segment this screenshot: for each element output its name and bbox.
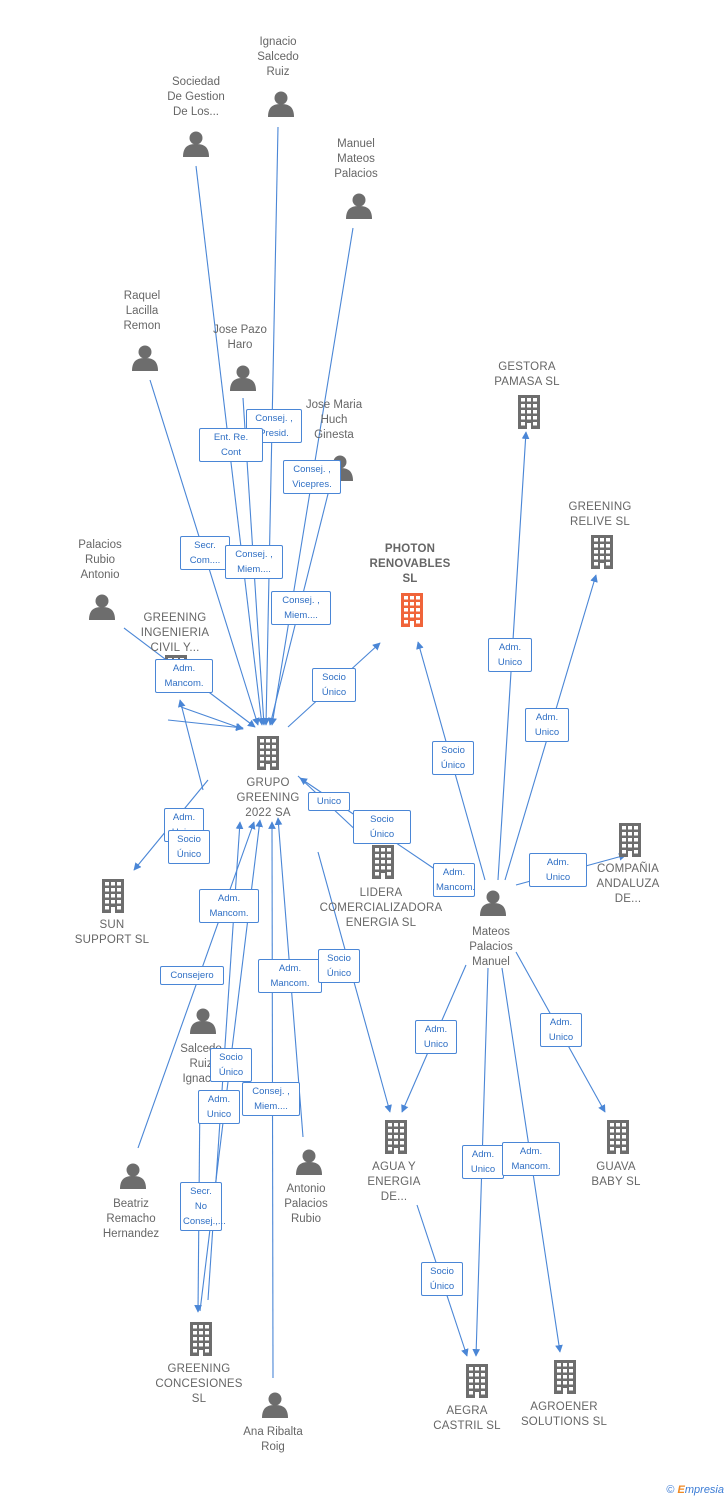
relation-badge[interactable]: Adm. Unico (198, 1090, 240, 1124)
building-icon[interactable] (619, 823, 641, 857)
person-label[interactable]: Sociedad De Gestion De Los... (167, 76, 225, 118)
relation-badge[interactable]: Adm. Unico (462, 1145, 504, 1179)
company-label[interactable]: SUN SUPPORT SL (74, 919, 150, 946)
person-icon[interactable] (120, 1163, 146, 1190)
relation-edge (137, 821, 256, 1149)
relation-badge[interactable]: Unico (308, 792, 350, 811)
company-label[interactable]: GREENING CONCESIONES SL (155, 1363, 243, 1405)
brand-footer[interactable]: ©Empresia (666, 1484, 724, 1496)
building-icon[interactable] (102, 879, 124, 913)
person-icon[interactable] (230, 365, 256, 392)
company-label[interactable]: AEGRA CASTRIL SL (433, 1405, 501, 1432)
relation-edge (180, 706, 244, 731)
relation-badge[interactable]: Socio Único (353, 810, 411, 844)
relation-badge[interactable]: Socio Único (421, 1262, 463, 1296)
person-icon[interactable] (480, 890, 506, 917)
person-icon[interactable] (183, 131, 209, 158)
person-label[interactable]: Antonio Palacios Rubio (284, 1183, 328, 1225)
building-icon[interactable] (591, 535, 613, 569)
person-icon[interactable] (296, 1149, 322, 1176)
building-icon[interactable] (518, 395, 540, 429)
company-label[interactable]: GESTORA PAMASA SL (494, 361, 560, 388)
company-label[interactable]: GUAVA BABY SL (591, 1161, 641, 1188)
person-icon[interactable] (190, 1008, 216, 1035)
brand-name: mpresia (684, 1484, 724, 1496)
building-icon[interactable] (466, 1364, 488, 1398)
person-label[interactable]: Mateos Palacios Manuel (469, 926, 513, 968)
relation-badge[interactable]: Adm. Unico (525, 708, 569, 742)
building-icon[interactable] (554, 1360, 576, 1394)
person-icon[interactable] (262, 1392, 288, 1419)
person-icon[interactable] (268, 91, 294, 118)
person-label[interactable]: Palacios Rubio Antonio (78, 539, 122, 581)
relation-badge[interactable]: Socio Único (432, 741, 474, 775)
relation-badge[interactable]: Consej. , Presid. (246, 409, 302, 443)
relation-badge[interactable]: Consej. , Miem.... (242, 1082, 300, 1116)
node-icons (89, 91, 641, 1419)
relation-badge[interactable]: Socio Único (318, 949, 360, 983)
company-label[interactable]: LIDERA COMERCIALIZADORA ENERGIA SL (319, 887, 443, 929)
relation-badge[interactable]: Consej. , Miem.... (225, 545, 283, 579)
relation-badge[interactable]: Consej. , Vicepres. (283, 460, 341, 494)
person-label[interactable]: Raquel Lacilla Remon (123, 290, 161, 332)
relation-badge[interactable]: Adm. Mancom. (199, 889, 259, 923)
copyright-icon: © (666, 1484, 675, 1496)
company-label[interactable]: AGUA Y ENERGIA DE... (367, 1161, 421, 1203)
person-label[interactable]: Ignacio Salcedo Ruiz (257, 36, 299, 78)
person-icon[interactable] (89, 594, 115, 621)
relation-badge[interactable]: Adm. Unico (488, 638, 532, 672)
relation-badge[interactable]: Adm. Unico (415, 1020, 457, 1054)
relation-badge[interactable]: Adm. Unico (540, 1013, 582, 1047)
building-icon[interactable] (607, 1120, 629, 1154)
relation-badge[interactable]: Adm. Mancom. (258, 959, 322, 993)
relation-badge[interactable]: Socio Único (210, 1048, 252, 1082)
company-label[interactable]: GREENING RELIVE SL (568, 501, 632, 528)
building-icon[interactable] (372, 845, 394, 879)
person-icon[interactable] (132, 345, 158, 372)
person-label[interactable]: Jose Pazo Haro (213, 324, 267, 351)
building-icon[interactable] (257, 736, 279, 770)
person-label[interactable]: Beatriz Remacho Hernandez (102, 1198, 160, 1240)
person-label[interactable]: Ana Ribalta Roig (243, 1426, 303, 1453)
person-label[interactable]: Manuel Mateos Palacios (334, 138, 378, 180)
relation-badge[interactable]: Ent. Re. Cont (199, 428, 263, 462)
relation-badge[interactable]: Adm. Mancom. (155, 659, 213, 693)
building-icon[interactable] (190, 1322, 212, 1356)
company-label[interactable]: GRUPO GREENING 2022 SA (236, 777, 300, 819)
relation-badge[interactable]: Secr. No Consej.,... (180, 1182, 226, 1231)
relation-badge[interactable]: Adm. Unico (529, 853, 587, 887)
relation-badge[interactable]: Consej. , Miem.... (271, 591, 331, 625)
relation-badge[interactable]: Socio Único (168, 830, 210, 864)
relation-edge (167, 719, 244, 732)
person-icon[interactable] (346, 193, 372, 220)
relation-badge[interactable]: Secr. Com.... (180, 536, 230, 570)
company-label[interactable]: COMPAÑIA ANDALUZA DE... (596, 863, 660, 905)
building-icon[interactable] (385, 1120, 407, 1154)
company-label[interactable]: GREENING INGENIERIA CIVIL Y... (140, 612, 210, 654)
relation-edge (177, 699, 204, 791)
company-label[interactable]: AGROENER SOLUTIONS SL (520, 1401, 608, 1428)
brand-initial: E (677, 1484, 685, 1496)
company-label[interactable]: PHOTON RENOVABLES SL (369, 543, 451, 585)
relation-badge[interactable]: Adm. Mancom. (433, 863, 475, 897)
relation-badge[interactable]: Socio Único (312, 668, 356, 702)
relation-badge[interactable]: Adm. Mancom. (502, 1142, 560, 1176)
building-icon[interactable] (401, 593, 423, 627)
relation-badge[interactable]: Consejero (160, 966, 224, 985)
person-label[interactable]: Jose Maria Huch Ginesta (305, 399, 363, 441)
